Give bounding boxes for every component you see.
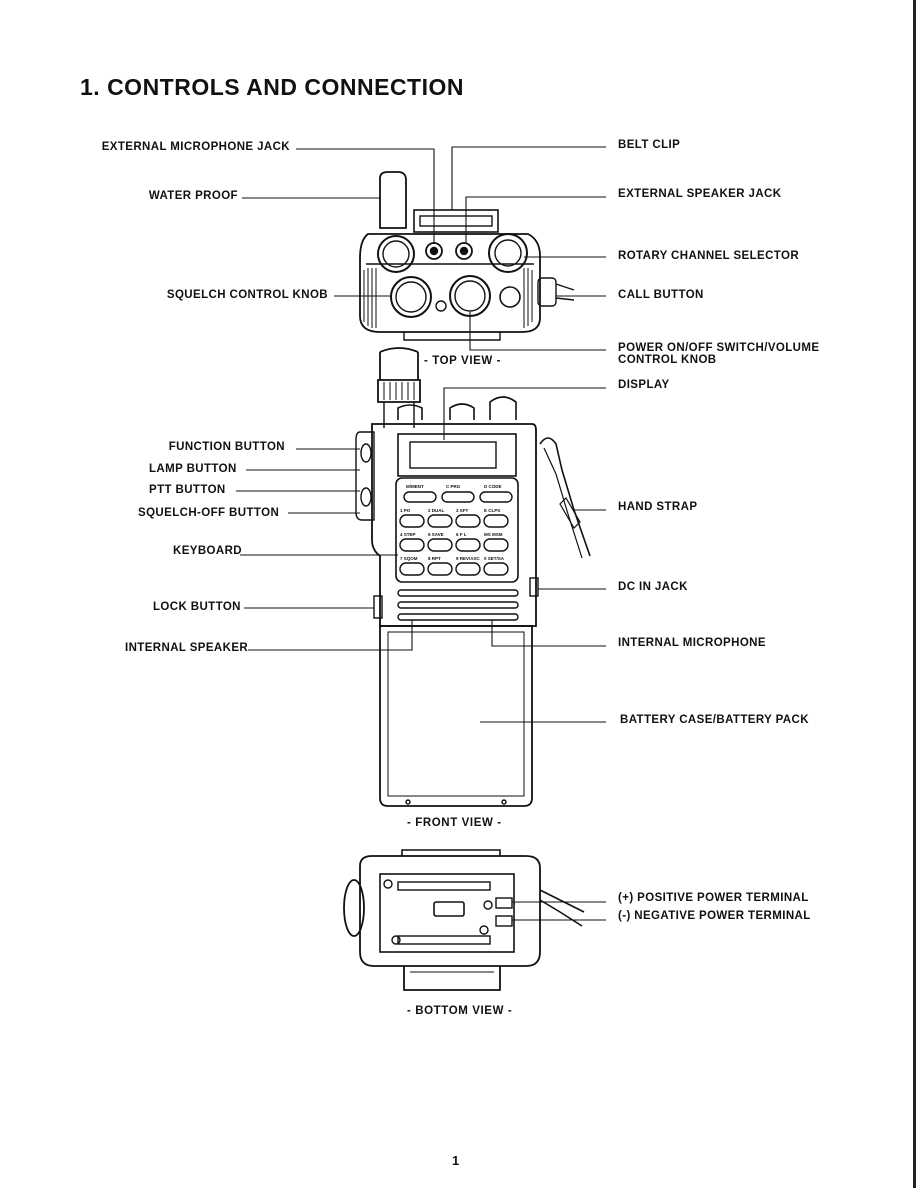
keypad-label-cprg: C PRG xyxy=(446,484,461,489)
key-label-2: 2 DUAL xyxy=(428,508,445,513)
label-lock-button: LOCK BUTTON xyxy=(153,601,241,613)
key-label-1: 1 PO xyxy=(400,508,411,513)
key-label-ms: MS MSM xyxy=(484,532,503,537)
key-label-0: 0 SET/SA xyxy=(484,556,505,561)
label-hand-strap: HAND STRAP xyxy=(618,501,698,513)
scan-edge xyxy=(913,0,916,1188)
label-function-button: FUNCTION BUTTON xyxy=(168,441,285,453)
label-rotary-channel-selector: ROTARY CHANNEL SELECTOR xyxy=(618,250,800,262)
caption-front-view: - FRONT VIEW - xyxy=(407,817,502,829)
label-positive-terminal: (+) POSITIVE POWER TERMINAL xyxy=(618,892,809,904)
keypad-label-dcode: D CODE xyxy=(484,484,502,489)
label-belt-clip: BELT CLIP xyxy=(618,139,681,151)
key-label-4: 4 STEP xyxy=(400,532,416,537)
key-label-3: 3 SFT xyxy=(456,508,469,513)
label-keyboard: KEYBOARD xyxy=(173,545,243,557)
label-squelch-off-button: SQUELCH-OFF BUTTON xyxy=(138,507,280,519)
label-negative-terminal: (-) NEGATIVE POWER TERMINAL xyxy=(618,910,811,922)
caption-bottom-view: - BOTTOM VIEW - xyxy=(407,1005,513,1017)
label-external-speaker-jack: EXTERNAL SPEAKER JACK xyxy=(618,188,782,200)
key-label-5: 5 SAVE xyxy=(428,532,444,537)
label-squelch-control-knob: SQUELCH CONTROL KNOB xyxy=(166,289,328,301)
label-internal-speaker: INTERNAL SPEAKER xyxy=(125,642,249,654)
label-internal-microphone: INTERNAL MICROPHONE xyxy=(618,637,766,649)
label-power-switch-line1: POWER ON/OFF SWITCH/VOLUME xyxy=(618,342,820,354)
label-external-microphone-jack: EXTERNAL MICROPHONE JACK xyxy=(101,141,290,153)
key-label-e: E CLPS xyxy=(484,508,500,513)
bottom-view-radio xyxy=(343,849,585,991)
label-display: DISPLAY xyxy=(618,379,670,391)
key-label-7: 7 SQOM xyxy=(400,556,418,561)
key-label-9: 9 REV/ASC xyxy=(456,556,481,561)
key-label-8: 8 RPT xyxy=(428,556,441,561)
label-ptt-button: PTT BUTTON xyxy=(149,484,226,496)
key-label-6: 6 F L xyxy=(456,532,467,537)
label-dc-in-jack: DC IN JACK xyxy=(618,581,688,593)
label-water-proof: WATER PROOF xyxy=(148,190,238,202)
label-battery-case: BATTERY CASE/BATTERY PACK xyxy=(620,714,809,726)
front-view-radio xyxy=(355,347,591,807)
page-title: 1. CONTROLS AND CONNECTION xyxy=(80,74,464,100)
page-number: 1 xyxy=(452,1153,460,1168)
leader-lines xyxy=(236,146,606,921)
label-call-button: CALL BUTTON xyxy=(618,289,704,301)
caption-top-view: - TOP VIEW - xyxy=(424,355,502,367)
label-lamp-button: LAMP BUTTON xyxy=(149,463,237,475)
keypad-label-mment: M/MENT xyxy=(406,484,424,489)
label-power-switch-line2: CONTROL KNOB xyxy=(618,354,717,366)
